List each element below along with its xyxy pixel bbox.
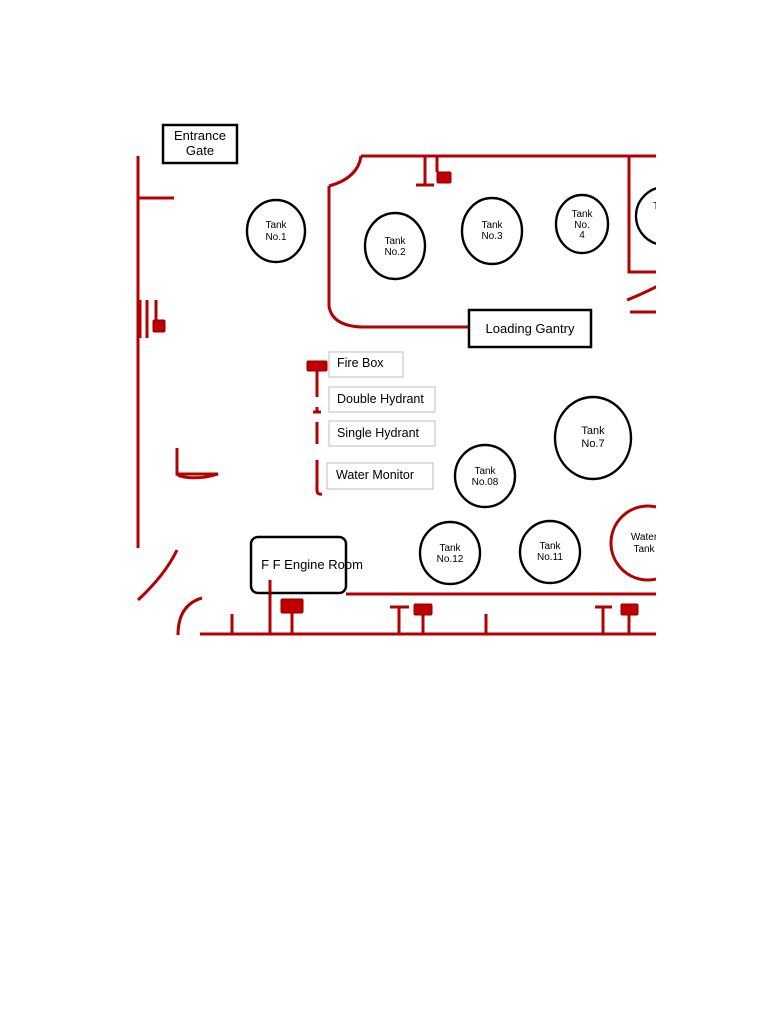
tank-3: Tank No.3 bbox=[460, 196, 524, 266]
tank-4-number-suffix: 4 bbox=[579, 230, 585, 241]
tank-2: Tank No.2 bbox=[363, 211, 427, 281]
fire-box-icon bbox=[280, 598, 304, 614]
tank-1-number: No.1 bbox=[265, 232, 287, 243]
tank-1-label: Tank bbox=[265, 220, 287, 231]
fire-box-icon bbox=[306, 360, 328, 372]
fire-box-icon bbox=[413, 603, 433, 616]
legend-double-hydrant-label: Double Hydrant bbox=[337, 392, 424, 406]
tank-5-label: T bbox=[653, 201, 659, 212]
pipeline-network bbox=[136, 154, 656, 636]
tank-4-number: No. bbox=[574, 220, 590, 231]
tank-3-number: No.3 bbox=[481, 231, 503, 242]
loading-gantry: Loading Gantry bbox=[467, 308, 593, 349]
fire-box-icon bbox=[620, 603, 639, 616]
tank-11: Tank No.11 bbox=[518, 519, 582, 585]
tank-7: Tank No.7 bbox=[553, 395, 633, 481]
tank-1: Tank No.1 bbox=[245, 198, 307, 264]
tank-3-label: Tank bbox=[481, 220, 503, 231]
tank-2-number: No.2 bbox=[384, 247, 406, 258]
tank-8-number: No.08 bbox=[472, 477, 499, 488]
legend-single-hydrant: Single Hydrant bbox=[328, 420, 436, 447]
legend-water-monitor-label: Water Monitor bbox=[336, 468, 414, 482]
legend: Fire Box Double Hydrant Single Hydrant W… bbox=[326, 351, 436, 490]
legend-single-hydrant-label: Single Hydrant bbox=[337, 426, 420, 440]
tank-11-label: Tank bbox=[539, 541, 561, 552]
tank-12-number: No.12 bbox=[437, 554, 464, 565]
tank-8-label: Tank bbox=[474, 466, 496, 477]
entrance-gate: Entrance Gate bbox=[161, 123, 239, 165]
legend-water-monitor: Water Monitor bbox=[326, 462, 434, 490]
tank-12-label: Tank bbox=[439, 543, 461, 554]
legend-fire-box-label: Fire Box bbox=[337, 356, 384, 370]
tank-4-label: Tank bbox=[571, 209, 593, 220]
tank-4: Tank No. 4 bbox=[554, 193, 610, 255]
fire-box-markers bbox=[152, 171, 639, 616]
tank-7-number: No.7 bbox=[581, 438, 604, 450]
entrance-gate-label: Entrance bbox=[174, 128, 226, 143]
tank-2-label: Tank bbox=[384, 236, 406, 247]
tank-7-label: Tank bbox=[581, 425, 605, 437]
tank-11-number: No.11 bbox=[537, 552, 563, 563]
tank-12: Tank No.12 bbox=[418, 520, 482, 586]
tank-5-partial: T bbox=[634, 187, 659, 245]
ff-engine-room-label: F F Engine Room bbox=[261, 557, 363, 572]
fire-box-icon bbox=[436, 171, 452, 184]
tank-8: Tank No.08 bbox=[453, 443, 517, 509]
water-tank-label: Water bbox=[631, 532, 658, 543]
loading-gantry-label: Loading Gantry bbox=[486, 321, 575, 336]
legend-fire-box: Fire Box bbox=[328, 351, 404, 378]
water-tank-sublabel: Tank bbox=[633, 544, 655, 555]
legend-double-hydrant: Double Hydrant bbox=[328, 386, 436, 413]
entrance-gate-sublabel: Gate bbox=[186, 143, 214, 158]
ff-engine-room: F F Engine Room bbox=[249, 535, 363, 595]
fire-box-icon bbox=[152, 319, 166, 333]
water-tank: Water Tank bbox=[609, 504, 658, 582]
